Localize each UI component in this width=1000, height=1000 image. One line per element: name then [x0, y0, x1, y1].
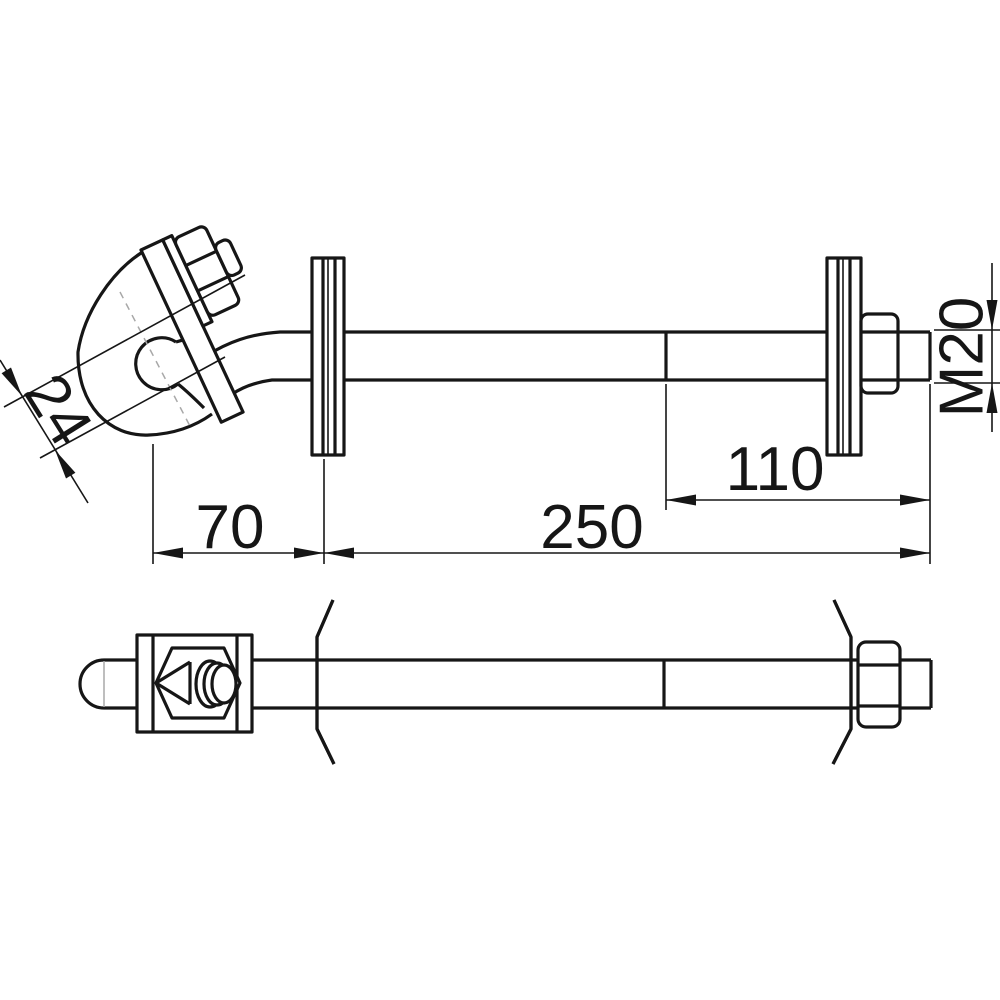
dim-m20-arrow-top	[986, 300, 998, 330]
clamp-nut-facet-line-1	[185, 249, 218, 267]
dim-110: 110	[666, 435, 930, 506]
left-washer-plate	[310, 256, 346, 457]
hook-clamp-assembly	[139, 225, 245, 424]
dim-250-arrow-left	[324, 547, 354, 559]
dim-m20: M20	[928, 263, 998, 432]
hook-eye-outline	[76, 251, 213, 437]
dim-70-arrow-right	[294, 547, 324, 559]
dim-250-arrow-right	[900, 547, 930, 559]
dim-m20-label: M20	[928, 297, 997, 418]
bottom-view	[78, 599, 933, 765]
dim-250-label: 250	[540, 493, 643, 562]
hex-facet-edge-1	[155, 660, 191, 685]
dim-70-arrow-left	[153, 547, 183, 559]
right-washer-plate	[825, 256, 863, 457]
dim-110-arrow-left	[666, 494, 696, 506]
shaft-plan-fill	[140, 660, 931, 708]
clamp-bolt-tip	[213, 238, 243, 278]
shaft-fill	[196, 332, 930, 410]
dim24-extension-line-a	[3, 274, 246, 408]
dim-24-arrow-lower	[55, 450, 76, 479]
clamp-nut-facet-line-2	[196, 275, 230, 293]
dim-110-arrow-right	[900, 494, 930, 506]
dim-250: 250	[324, 493, 930, 562]
dim24-extension-line-b	[39, 356, 226, 459]
spring-clip-left	[315, 599, 336, 765]
boss-face	[210, 663, 238, 705]
hex-facet-edge-2	[155, 681, 191, 706]
hex-nut-plan	[856, 640, 902, 729]
dim-24-label: 24	[10, 362, 105, 457]
clamp-bolt-head-plan	[154, 646, 242, 720]
dim-70: 70	[153, 493, 324, 562]
hook-tip-plan	[78, 658, 142, 710]
spring-clip-right	[831, 599, 853, 765]
dim-m20-arrow-bottom	[986, 383, 998, 413]
dim-24-arrow-upper	[1, 367, 22, 396]
hex-nut-top-view	[859, 312, 900, 395]
dim-70-label: 70	[196, 493, 265, 562]
dim-110-label: 110	[726, 435, 825, 504]
hook-inner-edge-bottom	[177, 382, 206, 410]
top-view	[3, 225, 932, 459]
